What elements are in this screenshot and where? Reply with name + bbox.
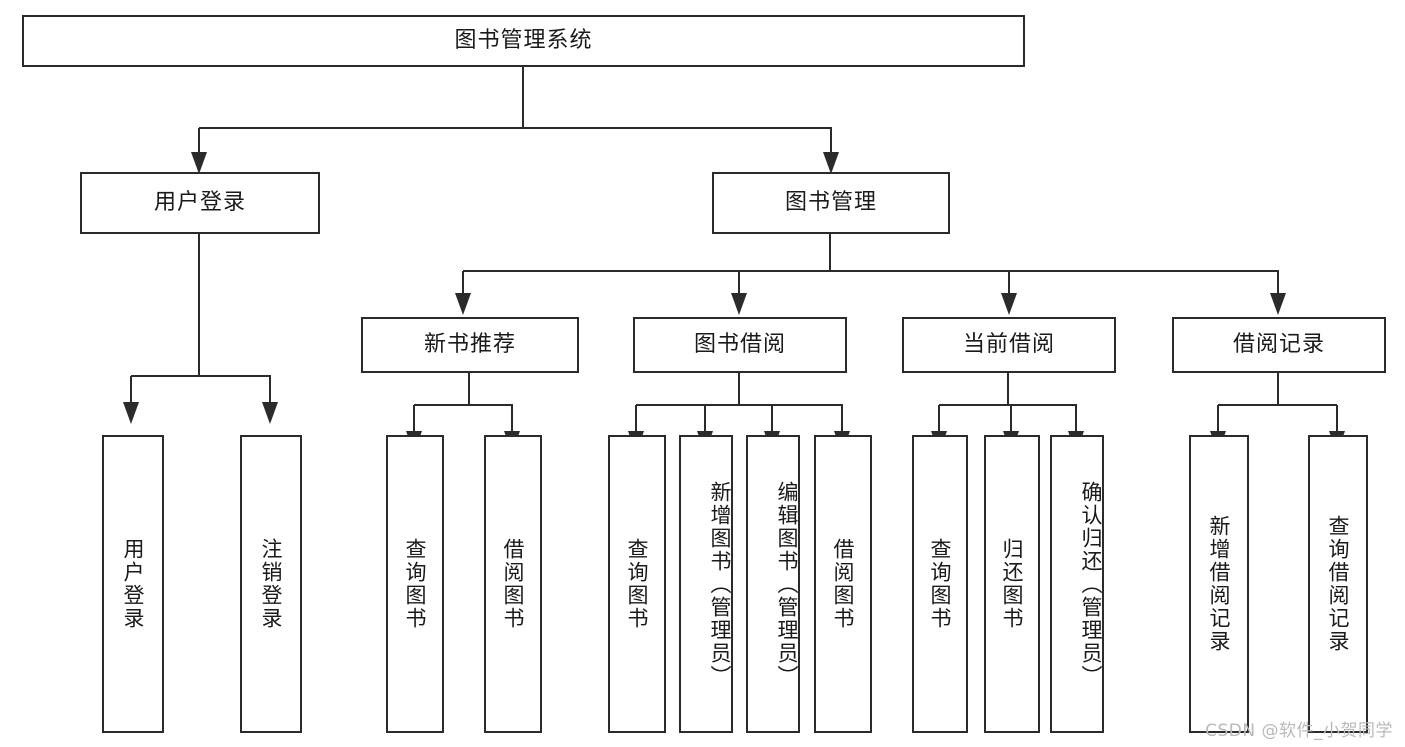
arrow-mgmt-child-3-stem [1277,271,1279,293]
arrow-g3-leaf-2-stem [1075,405,1077,431]
arrow-login-child-0 [123,402,139,424]
node-leaf-0-label: 用户登录 [121,538,146,630]
node-leaf-10: 确认归还（管理员） [1050,435,1104,733]
node-leaf-3-label: 借阅图书 [501,538,526,630]
arrow-g2-leaf-1-stem [704,405,706,431]
arrow-g3-leaf-1-stem [1010,405,1012,431]
node-leaf-7: 借阅图书 [814,435,872,733]
edge-root-bar [199,127,832,129]
node-level2-1-label: 图书管理 [784,189,877,215]
arrow-to-book-management [823,152,839,174]
node-leaf-1: 注销登录 [240,435,302,733]
arrow-g4-leaf-1-stem [1336,405,1338,431]
node-leaf-6: 编辑图书（管理员） [746,435,800,733]
arrow-mgmt-child-2 [1001,293,1017,315]
edge-g1-stem [468,373,470,406]
edge-g4-bar [1218,404,1337,406]
arrow-login-child-1-stem [269,376,271,402]
arrow-mgmt-child-0 [455,293,471,315]
arrow-g1-leaf-0-stem [413,405,415,431]
node-leaf-9-label: 归还图书 [1000,538,1025,630]
node-leaf-3: 借阅图书 [484,435,542,733]
node-leaf-4: 查询图书 [608,435,666,733]
node-leaf-11: 新增借阅记录 [1189,435,1249,733]
watermark: CSDN @软件_小贺同学 [1205,721,1393,741]
node-leaf-4-label: 查询图书 [625,538,650,630]
node-leaf-10-label: 确认归还（管理员） [1079,480,1103,688]
edge-g3-stem [1007,373,1009,406]
node-leaf-7-label: 借阅图书 [831,538,856,630]
node-leaf-12: 查询借阅记录 [1308,435,1368,733]
arrow-to-user-login [191,152,207,174]
node-level2-0: 用户登录 [80,172,320,234]
arrow-mgmt-child-1-stem [738,271,740,293]
node-leaf-0: 用户登录 [102,435,164,733]
edge-g3-bar [939,404,1077,406]
node-level3-0-label: 新书推荐 [423,331,516,357]
node-level3-3: 借阅记录 [1172,317,1386,373]
node-level3-1: 图书借阅 [633,317,847,373]
arrow-login-child-1 [262,402,278,424]
node-level3-3-label: 借阅记录 [1232,331,1325,357]
node-leaf-5: 新增图书（管理员） [679,435,733,733]
node-level3-2-label: 当前借阅 [962,331,1055,357]
node-root: 图书管理系统 [22,15,1025,67]
node-leaf-6-label: 编辑图书（管理员） [775,480,799,688]
edge-login-stem [198,234,200,376]
arrow-g2-leaf-0-stem [635,405,637,431]
arrow-g2-leaf-2-stem [771,405,773,431]
arrow-g2-leaf-3-stem [841,405,843,431]
arrow-to-book-management-stem [830,128,832,152]
arrow-mgmt-child-2-stem [1008,271,1010,293]
arrow-mgmt-child-1 [731,293,747,315]
node-leaf-12-label: 查询借阅记录 [1326,515,1351,653]
arrow-to-user-login-stem [198,128,200,152]
node-level3-2: 当前借阅 [902,317,1116,373]
node-leaf-8: 查询图书 [912,435,968,733]
edge-mgmt-stem [829,234,831,272]
arrow-g1-leaf-1-stem [511,405,513,431]
edge-root-stem [522,67,524,129]
arrow-mgmt-child-3 [1270,293,1286,315]
edge-g1-bar [414,404,513,406]
node-level3-0: 新书推荐 [361,317,579,373]
node-leaf-2: 查询图书 [386,435,444,733]
arrow-mgmt-child-0-stem [462,271,464,293]
node-leaf-1-label: 注销登录 [259,538,284,630]
node-leaf-5-label: 新增图书（管理员） [708,480,732,688]
edge-g2-stem [738,373,740,406]
edge-g2-bar [636,404,843,406]
edge-login-bar [131,375,271,377]
node-root-label: 图书管理系统 [454,27,593,53]
arrow-g3-leaf-0-stem [938,405,940,431]
node-leaf-8-label: 查询图书 [928,538,953,630]
node-level3-1-label: 图书借阅 [693,331,786,357]
edge-g4-stem [1277,373,1279,406]
node-level2-1: 图书管理 [712,172,950,234]
node-level2-0-label: 用户登录 [153,189,246,215]
edge-mgmt-bar [463,270,1279,272]
node-leaf-2-label: 查询图书 [403,538,428,630]
node-leaf-9: 归还图书 [984,435,1040,733]
arrow-g4-leaf-0-stem [1217,405,1219,431]
arrow-login-child-0-stem [130,376,132,402]
node-leaf-11-label: 新增借阅记录 [1207,515,1232,653]
